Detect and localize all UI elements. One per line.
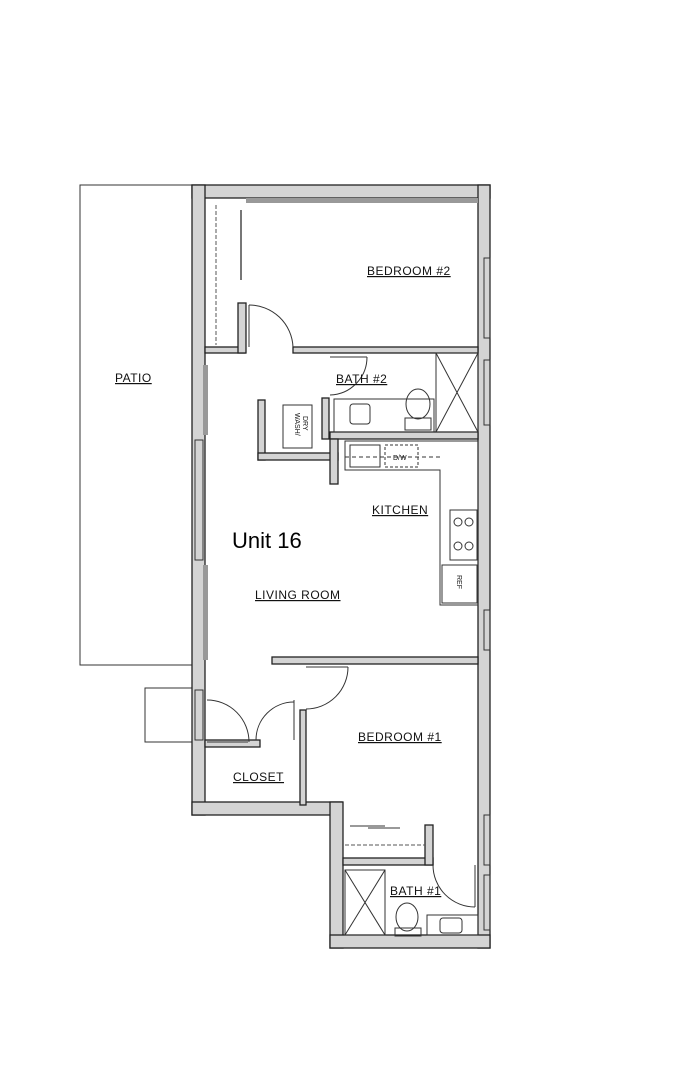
doors [206, 304, 476, 908]
unit-title: Unit 16 [232, 528, 302, 553]
fridge-label: REF [455, 575, 462, 589]
hatched-wall [203, 565, 208, 660]
room-label-closet: CLOSET [233, 770, 284, 784]
bath1-fixtures [344, 869, 479, 937]
washer-dryer-label: WASH/ [293, 413, 300, 436]
room-label-bedroom1: BEDROOM #1 [358, 730, 442, 744]
room-label-bath2: BATH #2 [336, 372, 387, 386]
walls [191, 184, 491, 949]
room-label-patio: PATIO [115, 371, 152, 385]
washer-dryer [282, 404, 313, 449]
windows [194, 257, 491, 931]
patio-area [79, 184, 193, 666]
washer-dryer-label-2: DRY [301, 416, 308, 431]
room-label-bath1: BATH #1 [390, 884, 441, 898]
bath2-fixtures [333, 352, 479, 433]
hatched-wall [246, 198, 478, 203]
hatched-wall [203, 365, 208, 435]
room-label-bedroom2: BEDROOM #2 [367, 264, 451, 278]
room-label-living-room: LIVING ROOM [255, 588, 341, 602]
room-label-kitchen: KITCHEN [372, 503, 428, 517]
dishwasher-label: D/W [393, 455, 407, 462]
kitchen-fixtures [344, 440, 479, 606]
entry-landing [144, 687, 193, 743]
